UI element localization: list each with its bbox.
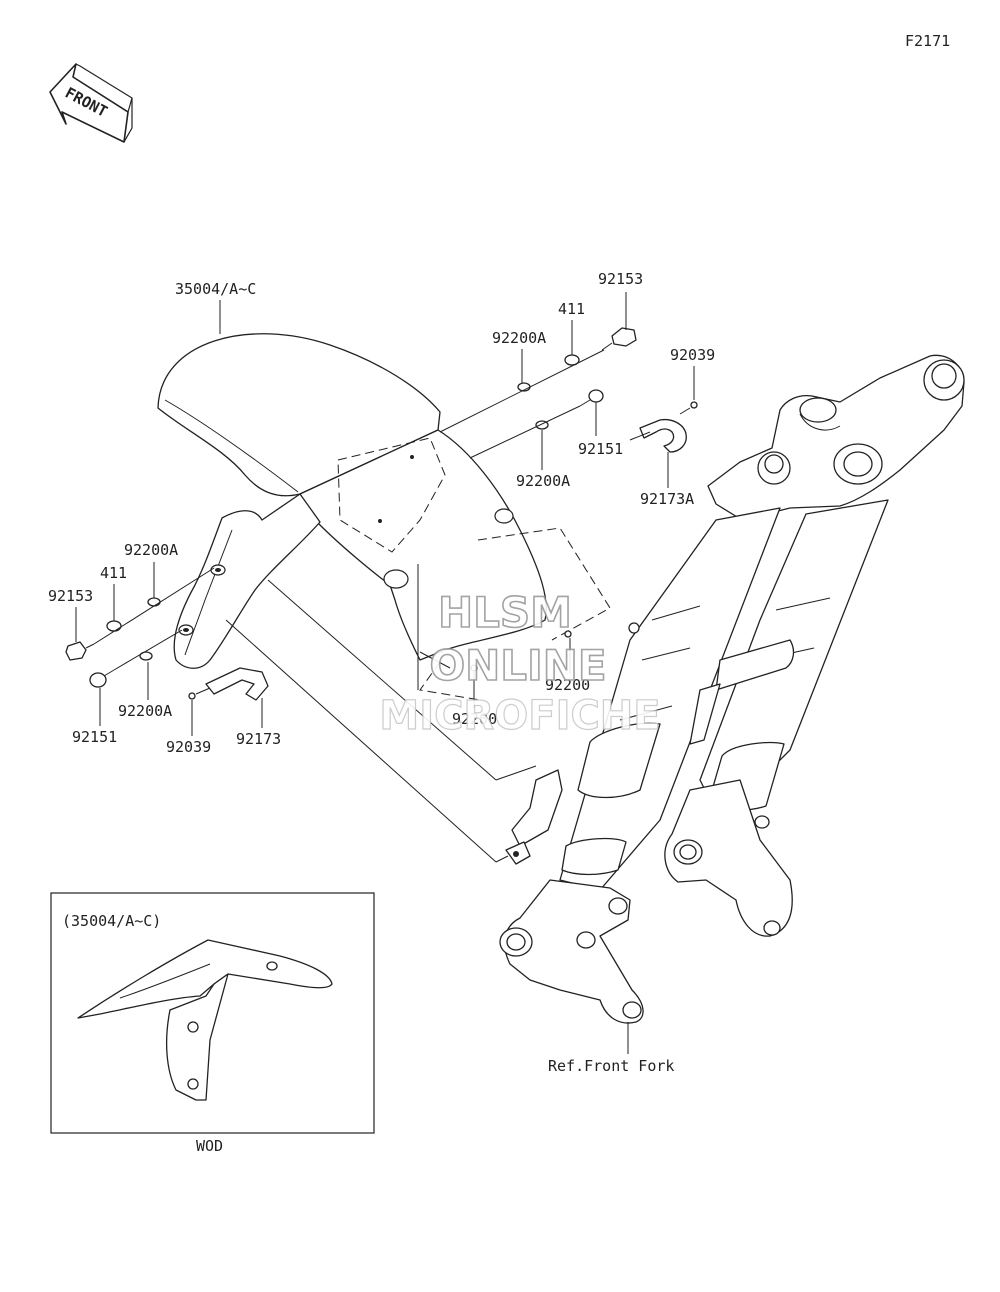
label-washer-left-top: 92200A <box>124 541 178 559</box>
clamp-92173a <box>639 418 687 453</box>
label-clamp-right: 92173A <box>640 490 694 508</box>
front-arrow-icon: FRONT <box>49 63 133 143</box>
label-ref-front-fork: Ref.Front Fork <box>548 1057 674 1075</box>
label-washer-top: 92200A <box>492 329 546 347</box>
label-bolt-mid: 92151 <box>578 440 623 458</box>
label-bolt-left-lower: 92151 <box>72 728 117 746</box>
watermark-line3: MICROFICHE <box>379 693 660 739</box>
label-collar-top: 411 <box>558 300 585 318</box>
bolt-92151-left <box>89 669 115 688</box>
label-bolt-left: 92153 <box>48 587 93 605</box>
washer-92200a-left-top <box>147 597 161 607</box>
washer-92200a-left-lower <box>139 651 153 661</box>
inset-label: (35004/A~C) <box>62 912 161 930</box>
bolt-92153-left <box>65 641 95 661</box>
label-nut-center: 92200 <box>452 710 497 728</box>
screw-92039-top <box>690 401 698 409</box>
inset-fender <box>77 939 333 1101</box>
watermark-line1: HLSM <box>438 588 572 637</box>
label-washer-left-lower: 92200A <box>118 702 172 720</box>
label-screw-clip: 92039 <box>670 346 715 364</box>
label-screw-left: 92039 <box>166 738 211 756</box>
inset-panel: (35004/A~C) WOD <box>50 892 375 1155</box>
screw-92039-left <box>188 692 196 700</box>
watermark-line2: ONLINE <box>429 641 606 690</box>
bolt-92153-top <box>601 327 637 351</box>
label-bolt-top: 92153 <box>598 270 643 288</box>
label-nut-right: 92200 <box>545 676 590 694</box>
label-fender: 35004/A~C <box>175 280 256 298</box>
front-fender <box>157 333 611 701</box>
nut-92200-right <box>564 630 572 638</box>
figure-code: F2171 <box>905 32 950 50</box>
watermark: HLSM ONLINE MICROFICHE <box>379 587 661 739</box>
bolt-92151-mid <box>579 389 604 407</box>
label-collar-left: 411 <box>100 564 127 582</box>
label-clamp-left: 92173 <box>236 730 281 748</box>
label-washer-mid: 92200A <box>516 472 570 490</box>
inset-caption: WOD <box>196 1137 223 1155</box>
clamp-92173 <box>205 667 269 701</box>
nut-92200-center <box>470 664 478 672</box>
front-fork-assembly <box>499 354 965 1024</box>
collar-411-left <box>106 620 122 632</box>
